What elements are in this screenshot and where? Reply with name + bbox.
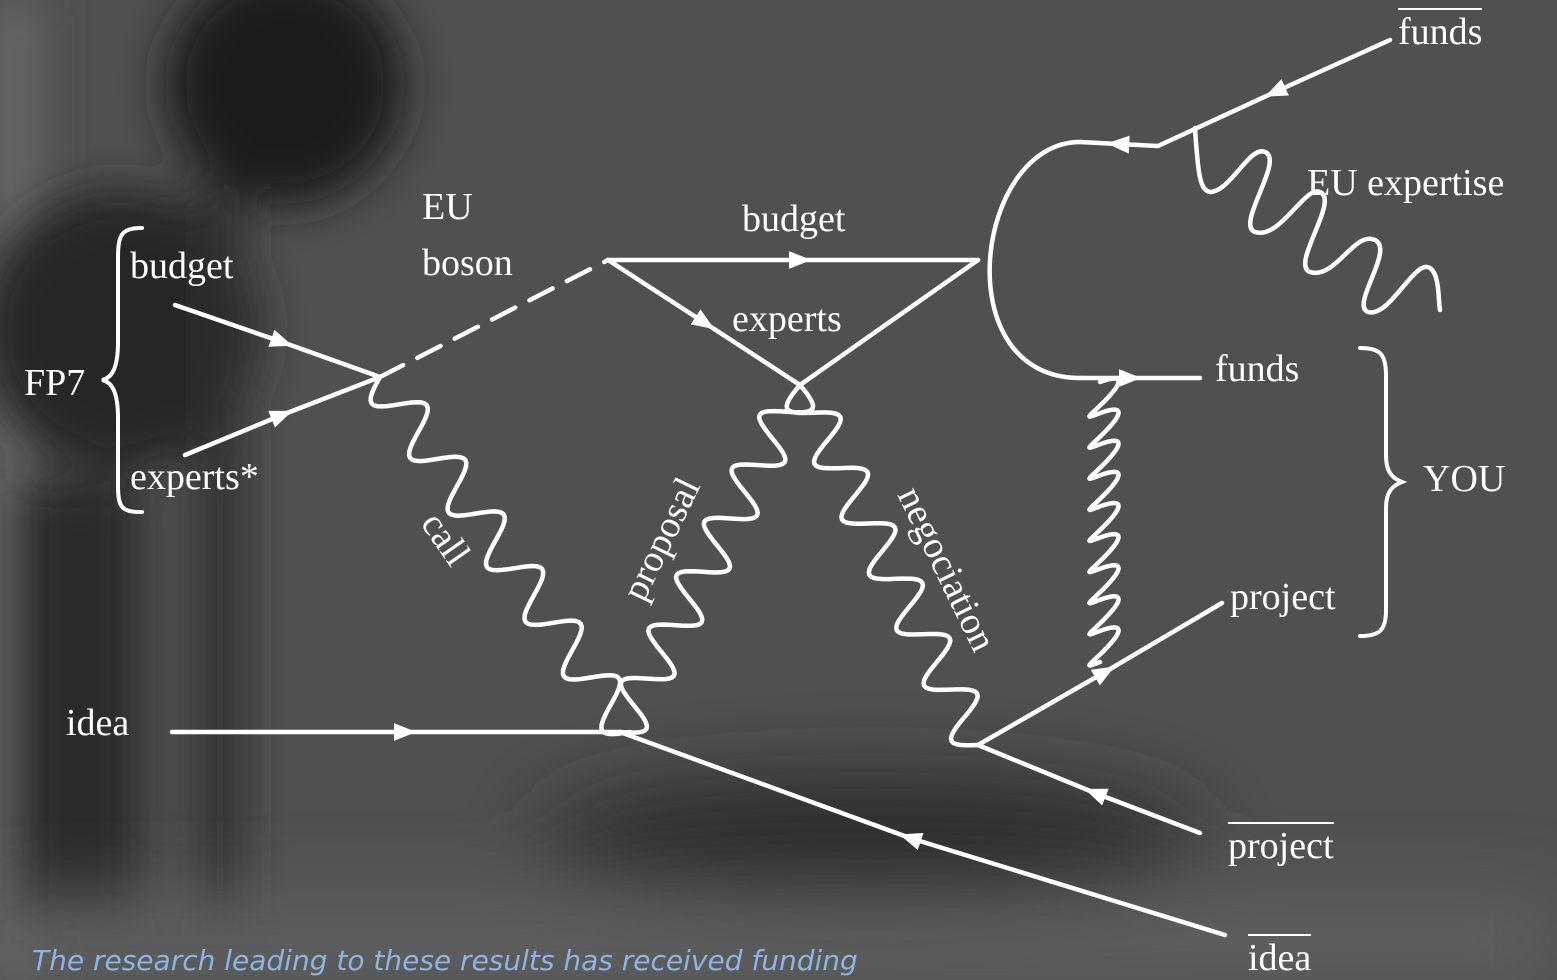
experts-in-label: experts*	[130, 456, 259, 498]
experts-loop-label: experts	[732, 298, 842, 340]
you-label: YOU	[1423, 458, 1506, 500]
idea-bar-line	[617, 729, 1228, 938]
funding-footnote: The research leading to these results ha…	[32, 944, 858, 977]
fp7-label: FP7	[24, 362, 86, 404]
project-bar-label: project	[1228, 822, 1334, 865]
project-label: project	[1230, 576, 1336, 618]
eu-boson-line	[377, 257, 611, 380]
arc-line	[987, 139, 1083, 381]
eu-expertise-label: EU expertise	[1307, 162, 1505, 204]
budget-loop-label: budget	[742, 198, 846, 240]
eu-boson-label-line1: EU	[422, 186, 473, 228]
budget-line	[172, 302, 383, 380]
idea-bar-label: idea	[1248, 934, 1312, 977]
proposal-photon	[617, 382, 816, 735]
loop-return-line	[797, 257, 981, 388]
idea-label: idea	[66, 702, 130, 744]
funds-bar-label: funds	[1398, 8, 1483, 51]
experts-loop-line	[605, 257, 803, 388]
negociation-photon	[784, 382, 981, 748]
you-brace	[1358, 346, 1408, 638]
eu-expertise-photon	[1192, 125, 1443, 315]
project-bar-line	[975, 742, 1203, 836]
funds-bar-line	[1155, 37, 1393, 149]
gluon-line	[1087, 376, 1121, 668]
funds-bar-arc-line	[1077, 135, 1161, 154]
fp7-brace	[101, 226, 144, 514]
call-photon	[368, 374, 633, 737]
eu-boson-label-line2: boson	[422, 242, 513, 284]
project-line	[975, 600, 1225, 748]
experts-line	[182, 374, 383, 458]
budget-in-label: budget	[130, 245, 234, 287]
funds-label: funds	[1215, 348, 1300, 390]
